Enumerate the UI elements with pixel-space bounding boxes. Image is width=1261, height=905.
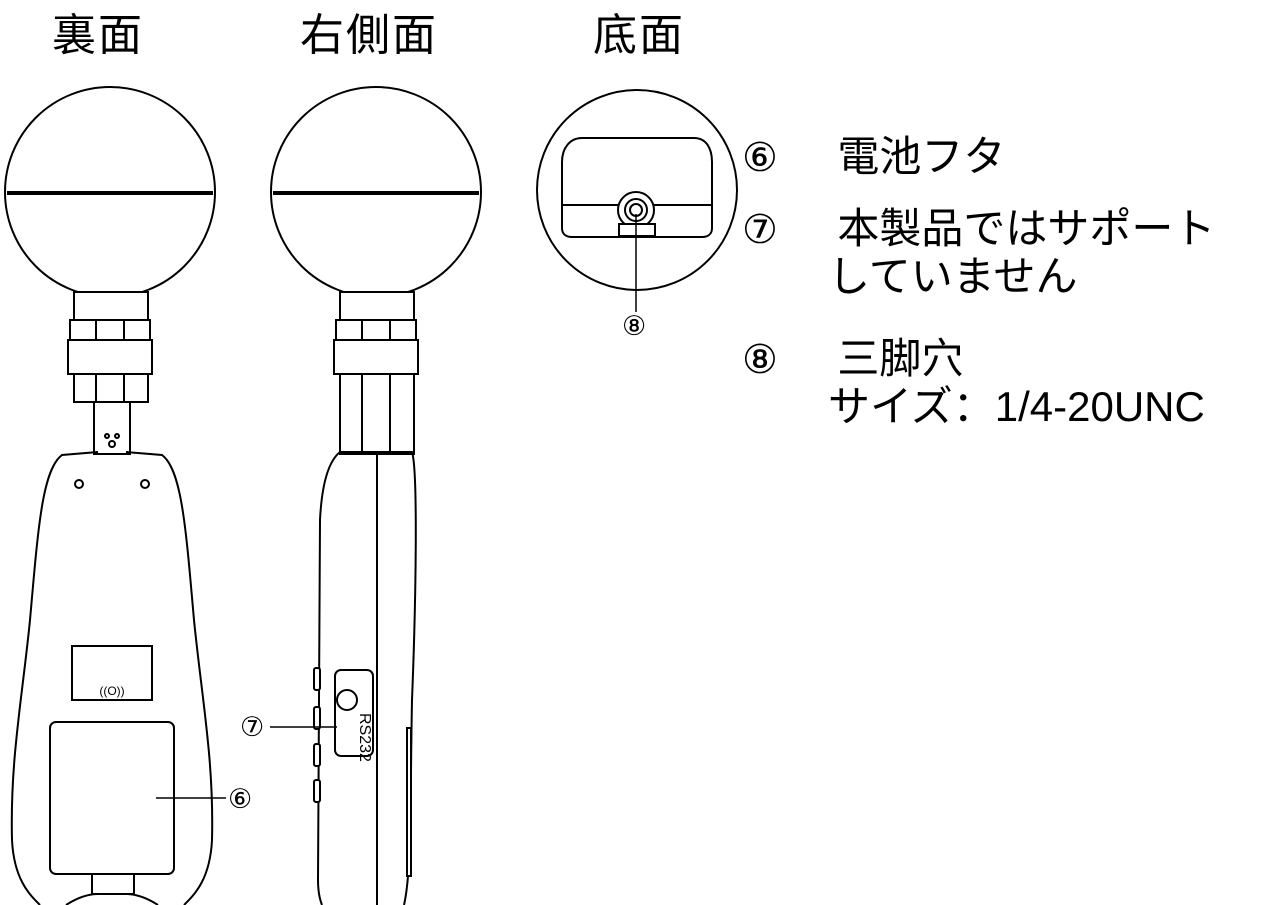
- legend-num-8: ⑧: [742, 337, 778, 383]
- back-screw-left: [74, 479, 84, 489]
- title-back-view: 裏面: [52, 10, 144, 61]
- back-view-device: ((O)): [4, 86, 216, 905]
- back-stem-clamp: [67, 339, 153, 375]
- rs232-jack: [336, 689, 358, 711]
- side-stem-lower: [339, 373, 415, 455]
- buzzer-symbol: ((O)): [99, 684, 124, 698]
- back-buzzer-panel: [71, 645, 153, 701]
- back-stem: [69, 319, 151, 341]
- bottom-base: [561, 137, 713, 238]
- legend-size-prefix: サイズ：: [828, 382, 995, 432]
- legend-item-6: ⑥ 電池フタ: [742, 132, 1006, 181]
- bottom-view-device: [536, 89, 738, 291]
- back-screw-right: [140, 479, 150, 489]
- bottom-view-circle: [536, 89, 738, 291]
- legend-size-value: 1/4-20UNC: [994, 383, 1205, 431]
- battery-cover: [49, 721, 175, 875]
- side-stem: [335, 319, 417, 341]
- legend-text-8-line2: サイズ：1/4-20UNC: [742, 383, 1205, 431]
- title-right-side-view: 右側面: [300, 10, 438, 61]
- legend-text-7-line1: 本製品ではサポート: [837, 204, 1216, 253]
- legend-text-7-line2: していません: [828, 252, 1078, 302]
- rs232-label: RS232: [356, 713, 373, 762]
- side-view-device: RS232: [270, 86, 482, 905]
- back-bottom-clip: [91, 873, 135, 895]
- back-stem-lower: [73, 373, 149, 403]
- legend-num-7: ⑦: [742, 207, 778, 253]
- callout-rs232: ⑦: [240, 712, 265, 743]
- legend-text-6: 電池フタ: [837, 132, 1006, 181]
- legend-num-6: ⑥: [742, 135, 778, 181]
- callout-tripod: ⑧: [622, 311, 647, 342]
- callout-battery: ⑥: [228, 784, 253, 815]
- title-bottom-view: 底面: [593, 10, 685, 61]
- back-stem-neck: [93, 401, 131, 455]
- side-stem-clamp: [333, 339, 419, 375]
- legend-text-8-line1: 三脚穴: [837, 334, 964, 383]
- legend-item-7: ⑦ 本製品ではサポート していません: [742, 204, 1216, 302]
- side-globe-collar: [339, 291, 415, 321]
- legend-item-8: ⑧ 三脚穴 サイズ：1/4-20UNC: [742, 334, 1205, 432]
- back-body: [10, 451, 214, 905]
- rs232-port: [334, 669, 374, 757]
- back-globe-collar: [73, 291, 149, 321]
